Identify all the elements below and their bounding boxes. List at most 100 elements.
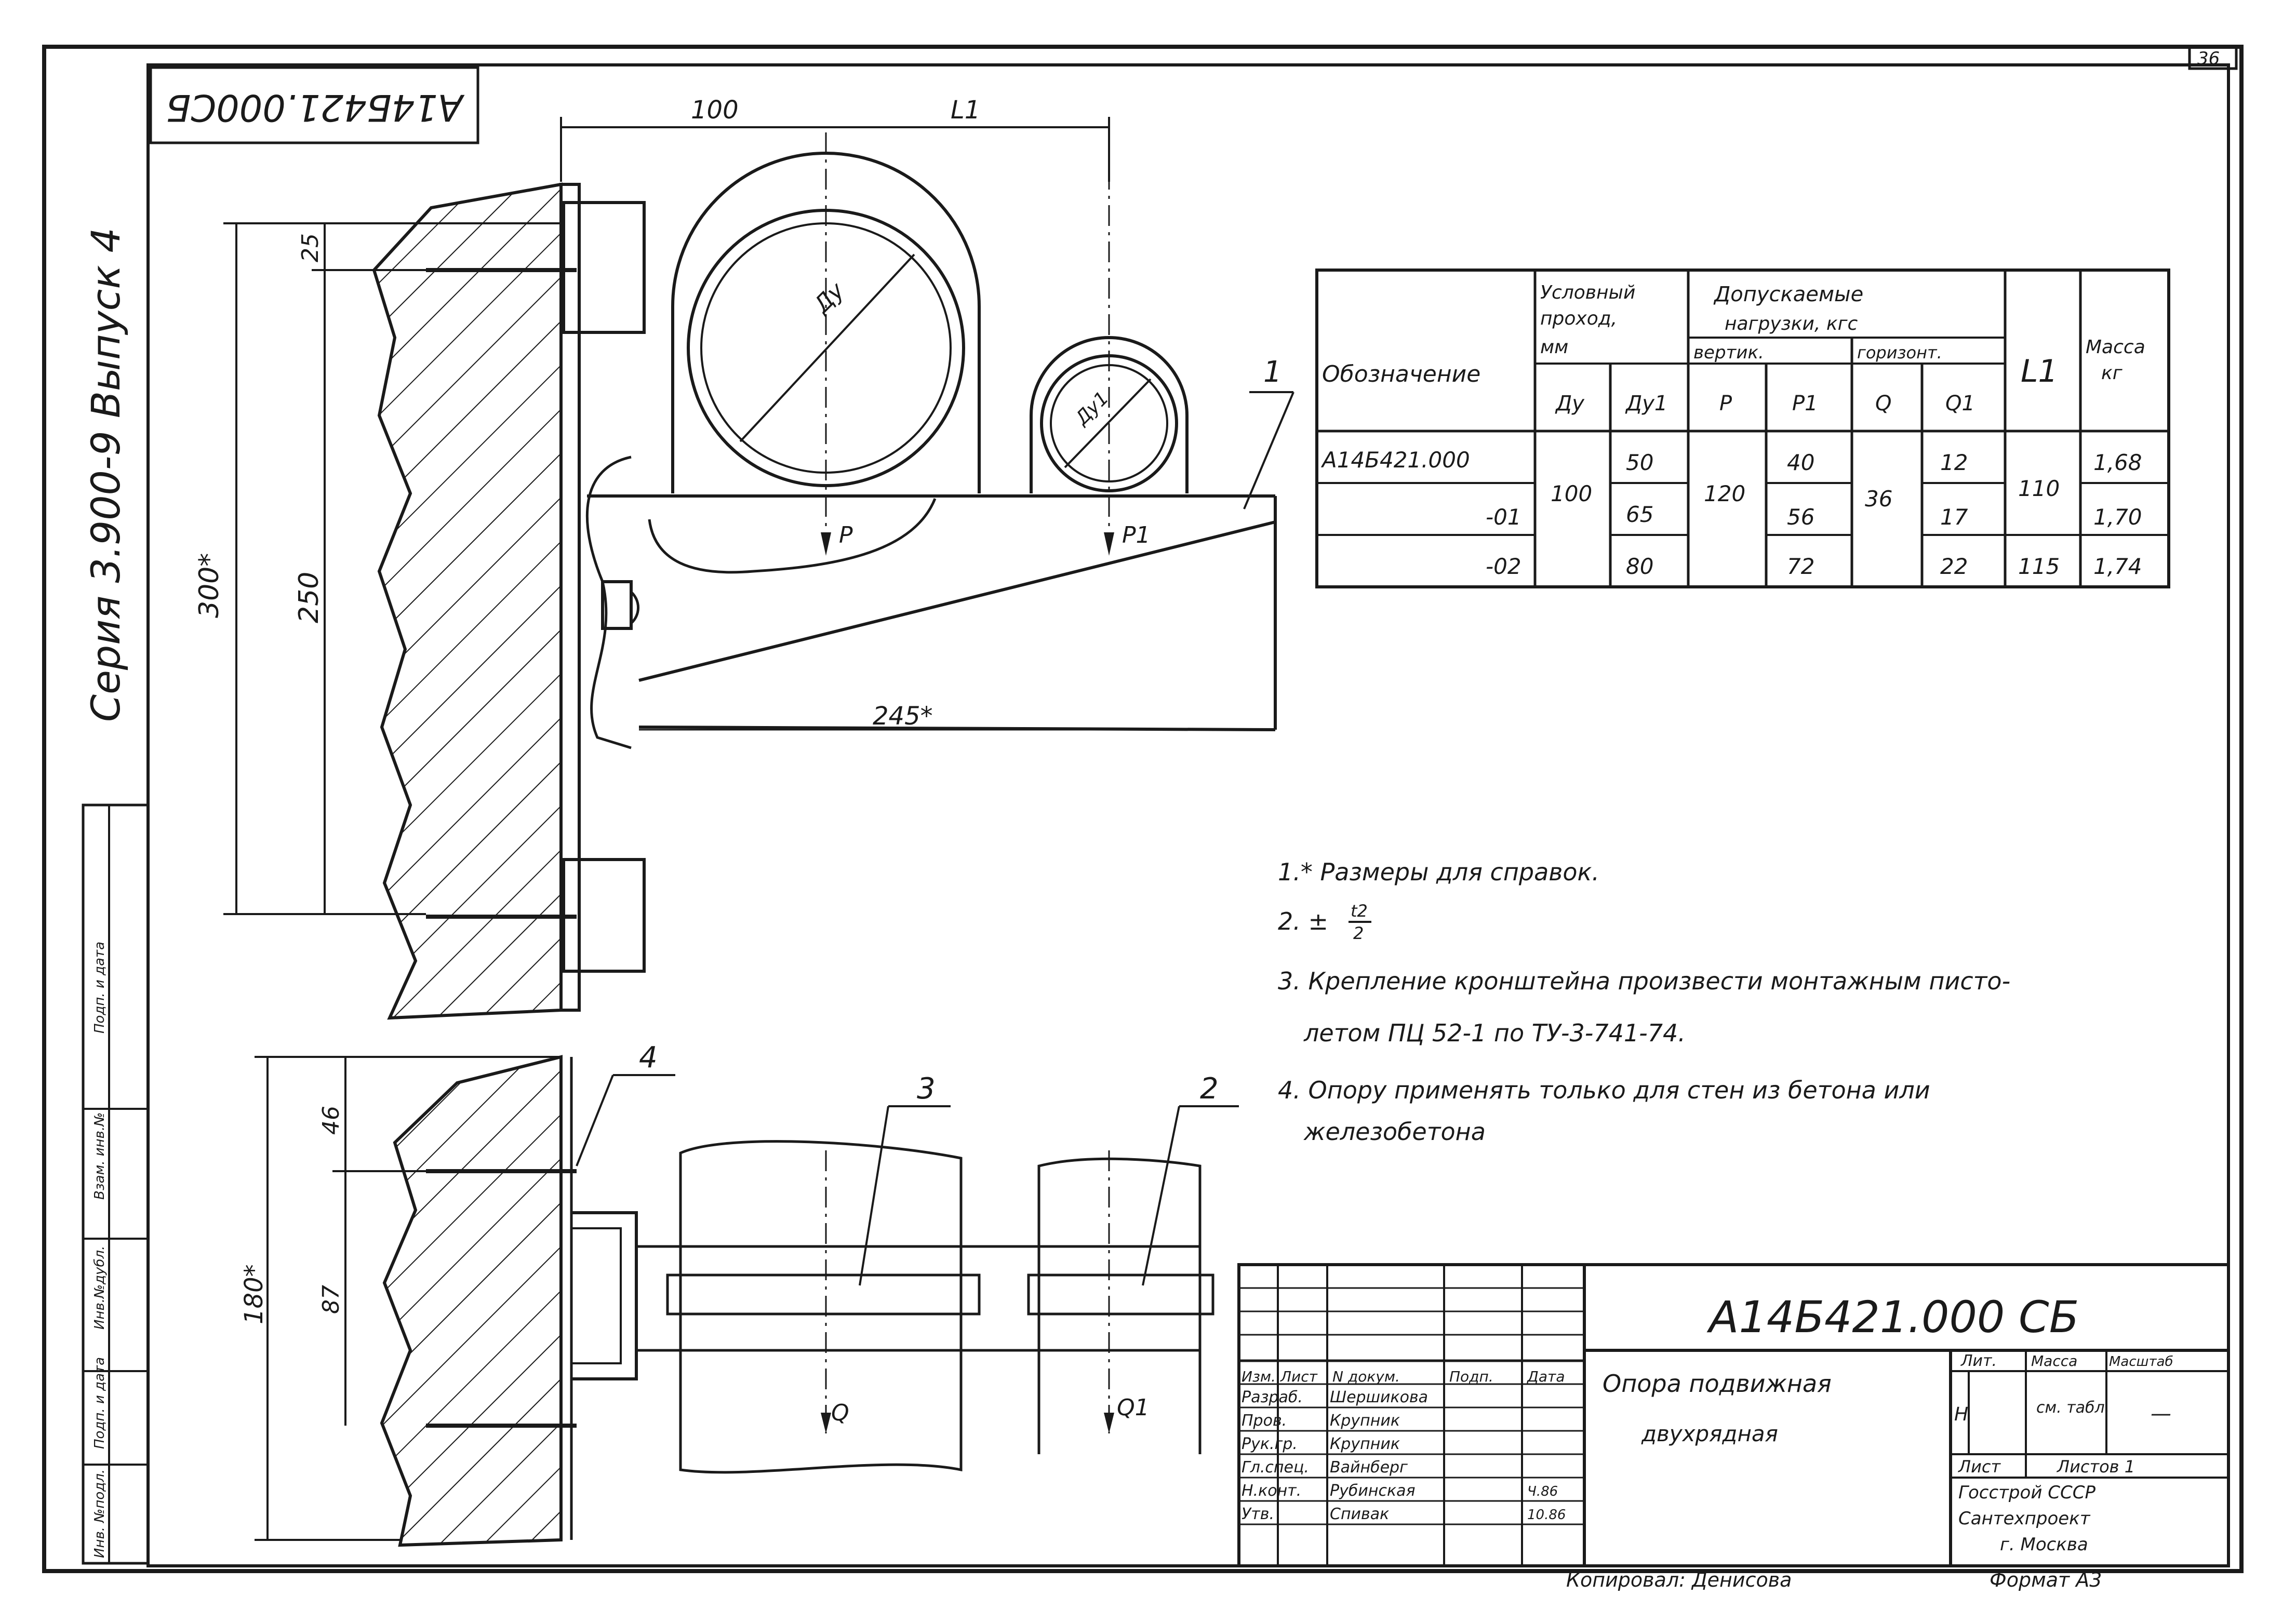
th-mass-unit: кг: [2101, 363, 2123, 384]
tb-date-5: Ч.86: [1527, 1484, 1558, 1499]
th-nominal-1: Условный: [1540, 282, 1635, 303]
callout-4: 4: [639, 1041, 658, 1075]
tb-name-2: Крупник: [1330, 1412, 1400, 1430]
clamp-dy: [671, 152, 981, 493]
tb-title-1: Опора подвижная: [1603, 1370, 1832, 1398]
th-p: P: [1719, 392, 1732, 415]
dim-100: 100: [691, 96, 739, 125]
dim-25: 25: [297, 233, 324, 262]
dim-180: 180*: [239, 1264, 269, 1324]
row1-mass: 1,68: [2093, 450, 2142, 475]
note-4-line-1: 4. Опору применять только для стен из бе…: [1278, 1076, 1930, 1104]
footer-format: Формат А3: [1990, 1568, 2102, 1591]
row1-p1: 40: [1787, 450, 1814, 475]
clamp-dy1: [1030, 336, 1189, 493]
wall-section-plan: [380, 1055, 563, 1547]
svg-text:Подп. и дата: Подп. и дата: [92, 1357, 108, 1449]
note-2: 2. ±: [1278, 907, 1328, 935]
svg-text:Инв.№дубл.: Инв.№дубл.: [92, 1246, 108, 1330]
th-nominal-3: мм: [1540, 337, 1568, 358]
tb-org-1: Госстрой СССР: [1958, 1482, 2095, 1503]
row3-q1: 22: [1940, 554, 1968, 579]
tb-role-3: Рук.гр.: [1242, 1435, 1298, 1453]
upper-view: Ду Ду1 P P1 100 L1 300* 250 25 245*: [194, 96, 1294, 1020]
row1-l1: 110: [2018, 476, 2060, 501]
dim-87: 87: [318, 1285, 344, 1314]
parameter-table: Обозначение Условный проход, мм Допускае…: [1315, 269, 2170, 588]
tb-role-6: Утв.: [1242, 1505, 1274, 1523]
th-q: Q: [1875, 392, 1891, 415]
sheet-number-box: [2188, 45, 2238, 70]
th-mass: Масса: [2086, 337, 2145, 358]
th-q1: Q1: [1945, 392, 1975, 415]
th-designation: Обозначение: [1322, 361, 1480, 387]
tb-org-2: Сантехпроект: [1958, 1508, 2091, 1529]
tb-h-date: Дата: [1526, 1368, 1565, 1385]
row2-p1: 56: [1787, 504, 1814, 530]
tb-h-izm: Изм.: [1242, 1368, 1276, 1385]
th-loads-2: нагрузки, кгс: [1725, 313, 1858, 334]
tb-code: А14Б421.000 СБ: [1706, 1292, 2079, 1343]
row1-p: 120: [1704, 481, 1745, 506]
rotated-code: А14Б421.000СБ: [166, 86, 464, 129]
dim-245: 245*: [873, 702, 933, 731]
footer-copied: Копировал: Денисова: [1566, 1568, 1792, 1591]
th-p1: P1: [1792, 392, 1818, 415]
row3-dy1: 80: [1626, 554, 1653, 579]
row1-des: А14Б421.000: [1320, 447, 1470, 473]
note-1: 1.* Размеры для справок.: [1278, 858, 1599, 886]
row3-l1: 115: [2018, 554, 2060, 579]
upper-tab: [562, 201, 646, 334]
th-loads-1: Допускаемые: [1713, 283, 1863, 306]
tb-name-1: Шершикова: [1330, 1388, 1428, 1406]
wall-section: [372, 182, 563, 1020]
svg-text:Подп. и дата: Подп. и дата: [92, 942, 108, 1034]
note-3-line-1: 3. Крепление кронштейна произвести монта…: [1278, 967, 2010, 995]
side-stamp: Подп. и дата Взам. инв.№ Инв.№дубл. Подп…: [82, 803, 150, 1565]
tb-title-2: двухрядная: [1641, 1421, 1778, 1446]
svg-text:Взам. инв.№: Взам. инв.№: [92, 1112, 108, 1200]
load-p: P: [839, 522, 853, 548]
tb-lit-val: Н: [1954, 1404, 1968, 1425]
th-horiz: горизонт.: [1857, 343, 1942, 363]
rotated-code-box: [149, 66, 479, 144]
callout-3: 3: [917, 1072, 936, 1106]
tb-mass-val: см. табл.: [2036, 1399, 2110, 1417]
outer-frame: [42, 45, 2244, 1573]
th-nominal-2: проход,: [1540, 308, 1617, 329]
row1-dy1: 50: [1626, 450, 1653, 475]
load-q1: Q1: [1117, 1394, 1150, 1421]
tb-name-3: Крупник: [1330, 1435, 1400, 1453]
tb-role-4: Гл.спец.: [1242, 1458, 1309, 1477]
tb-scale-val: —: [2151, 1402, 2171, 1426]
mounting-plate: [559, 183, 581, 1012]
dy-diameter-line: [739, 253, 915, 442]
tb-sheets: Листов 1: [2057, 1457, 2135, 1477]
tb-h-list: Лист: [1280, 1368, 1318, 1385]
row1-q1: 12: [1940, 450, 1968, 475]
tb-scale: Масштаб: [2109, 1354, 2173, 1370]
th-dy1: Ду1: [1625, 392, 1667, 415]
dim-250: 250: [293, 572, 325, 623]
row3-p1: 72: [1787, 554, 1814, 579]
load-p1: P1: [1122, 522, 1151, 548]
tb-h-doc: N докум.: [1332, 1368, 1400, 1385]
tb-role-2: Пров.: [1242, 1412, 1287, 1430]
lower-view: Q Q1 180* 46 87 4 3 2: [239, 1041, 1239, 1547]
row1-q: 36: [1865, 486, 1892, 512]
series-label: Серия 3.900-9 Выпуск 4: [83, 227, 129, 722]
callout-2: 2: [1200, 1072, 1219, 1106]
dy-label: Ду: [808, 277, 850, 319]
row2-des: -01: [1486, 504, 1521, 530]
tb-name-5: Рубинская: [1330, 1482, 1416, 1500]
tb-name-4: Вайнберг: [1330, 1458, 1408, 1477]
title-block: А14Б421.000 СБ Опора подвижная двухрядна…: [1237, 1263, 2230, 1567]
row3-des: -02: [1486, 554, 1521, 579]
note-3-line-2: летом ПЦ 52-1 по ТУ-3-741-74.: [1303, 1019, 1686, 1047]
note-2-den: 2: [1353, 923, 1364, 943]
tb-mass: Масса: [2031, 1352, 2077, 1370]
tb-date-6: 10.86: [1527, 1507, 1566, 1523]
row1-dy: 100: [1551, 481, 1592, 506]
notes: 1.* Размеры для справок. 2. ± t2 2 3. Кр…: [1278, 858, 2010, 1146]
